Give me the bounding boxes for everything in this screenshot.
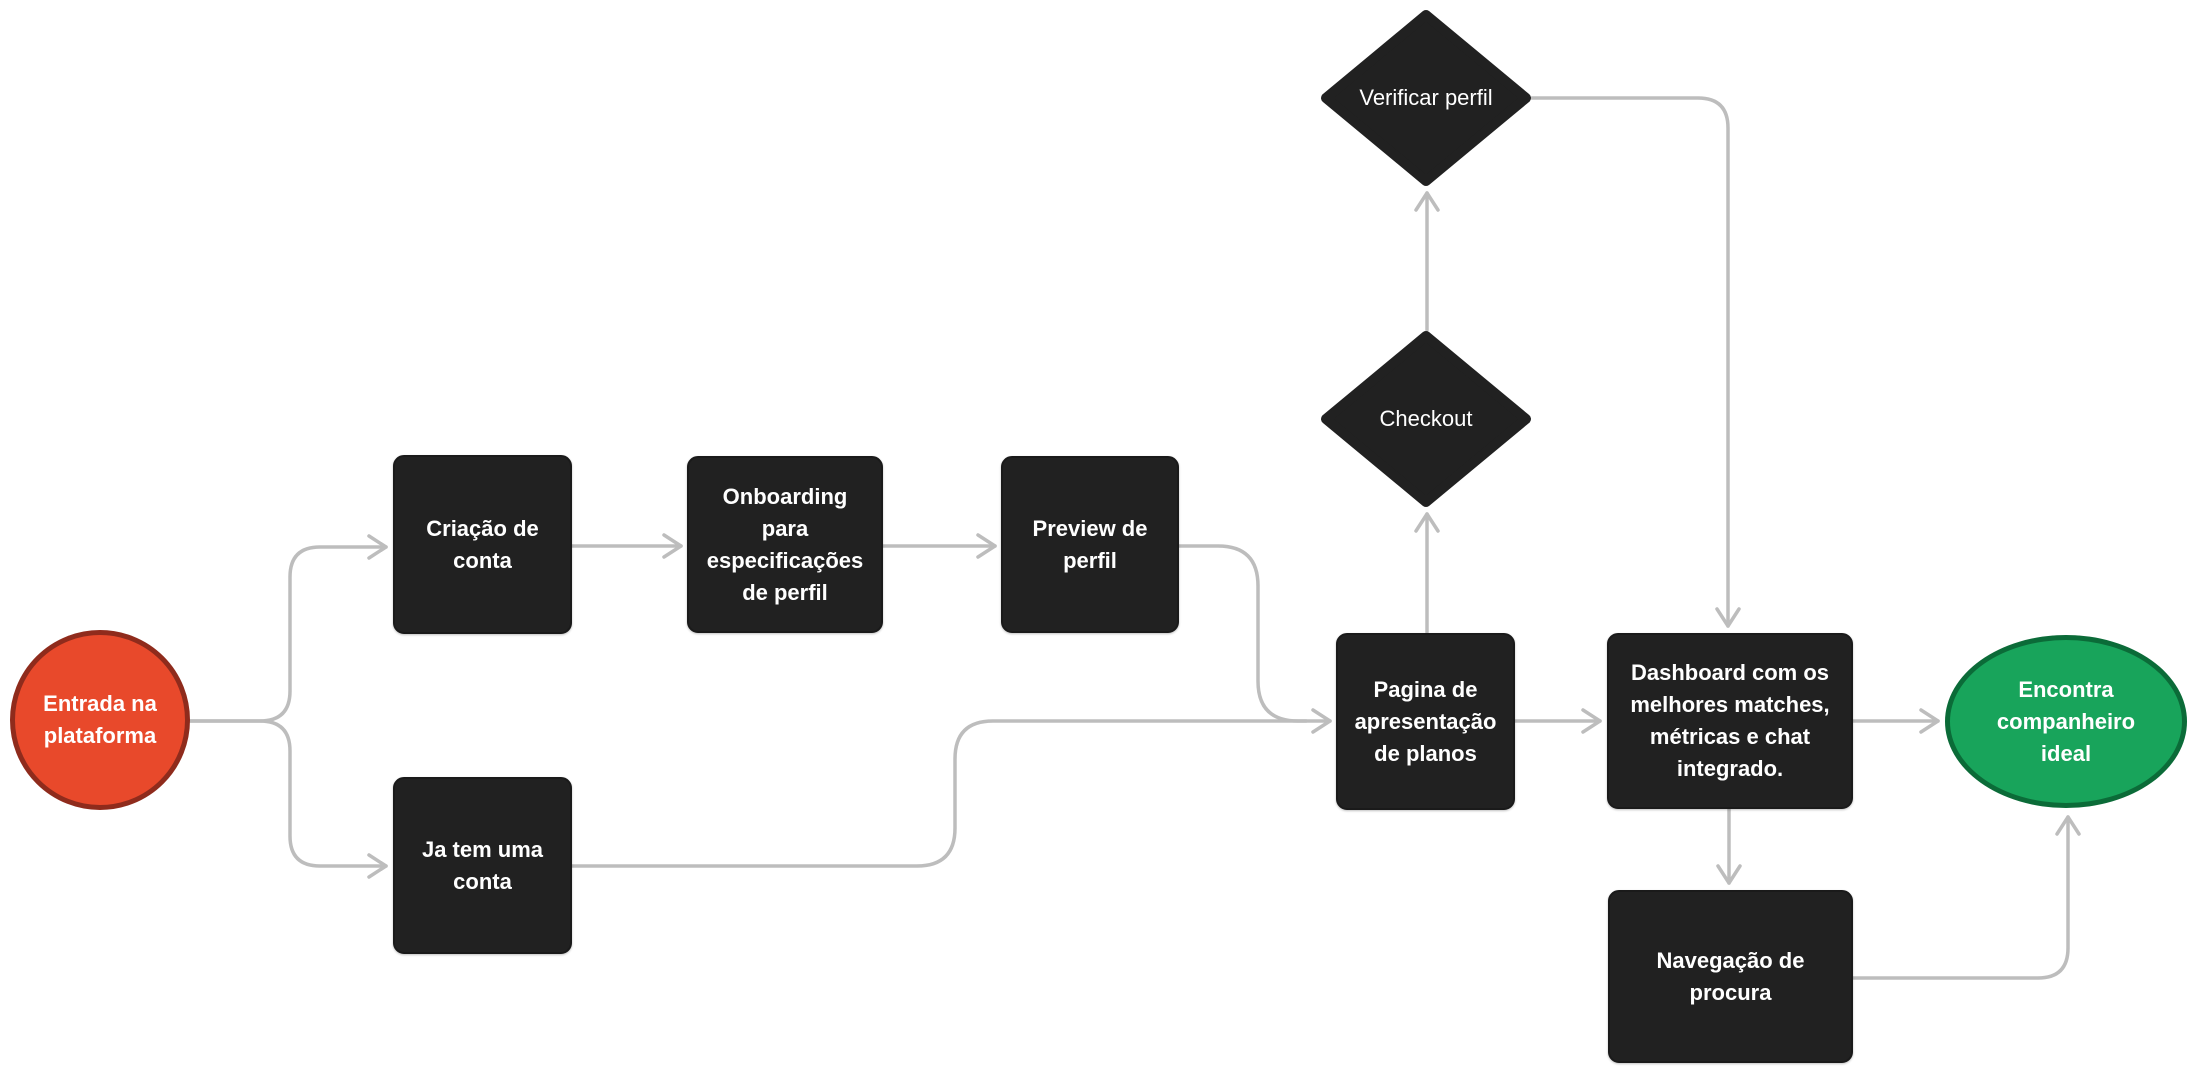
connector-ja-tem-to-pagina — [570, 708, 1332, 868]
decision-node-label: Checkout — [1379, 406, 1473, 431]
process-node-label: Onboarding para especificações de perfil — [706, 483, 864, 605]
process-node-label: Navegação de procura — [1656, 947, 1805, 1005]
diamond-shape — [1321, 10, 1531, 186]
process-node-label: Preview de perfil — [1032, 515, 1148, 573]
end-node-encontra-companheiro-ideal[interactable]: Encontra companheiro ideal — [1945, 635, 2187, 808]
decision-node-checkout[interactable]: Checkout — [1320, 330, 1532, 508]
process-node-label: Dashboard com os melhores matches, métri… — [1630, 660, 1830, 781]
decision-node-label: Verificar perfil — [1359, 85, 1493, 110]
process-node-ja-tem-uma-conta[interactable]: Ja tem uma conta — [393, 777, 572, 954]
process-node-dashboard[interactable]: Dashboard com os melhores matches, métri… — [1607, 633, 1853, 809]
process-node-navegacao-de-procura[interactable]: Navegação de procura — [1608, 890, 1853, 1063]
start-node-label: Entrada na plataforma — [43, 691, 157, 748]
diamond-shape — [1321, 331, 1531, 507]
connector-navegacao-to-end — [1851, 815, 2081, 980]
process-node-pagina-de-planos[interactable]: Pagina de apresentação de planos — [1336, 633, 1515, 810]
connector-start-to-ja-tem — [188, 719, 388, 879]
process-node-label: Pagina de apresentação de planos — [1354, 676, 1497, 766]
process-node-preview-de-perfil[interactable]: Preview de perfil — [1001, 456, 1179, 633]
connector-verificar-to-dashboard — [1530, 96, 1741, 628]
process-node-label: Ja tem uma conta — [421, 836, 544, 894]
connector-start-to-criacao — [188, 534, 388, 723]
decision-node-verificar-perfil[interactable]: Verificar perfil — [1320, 9, 1532, 187]
process-node-label: Criação de conta — [426, 515, 539, 573]
connector-preview-to-pagina — [1177, 544, 1308, 723]
start-node-entrada-na-plataforma[interactable]: Entrada na plataforma — [10, 630, 190, 810]
process-node-onboarding[interactable]: Onboarding para especificações de perfil — [687, 456, 883, 633]
process-node-criacao-de-conta[interactable]: Criação de conta — [393, 455, 572, 634]
end-node-label: Encontra companheiro ideal — [1996, 676, 2136, 766]
